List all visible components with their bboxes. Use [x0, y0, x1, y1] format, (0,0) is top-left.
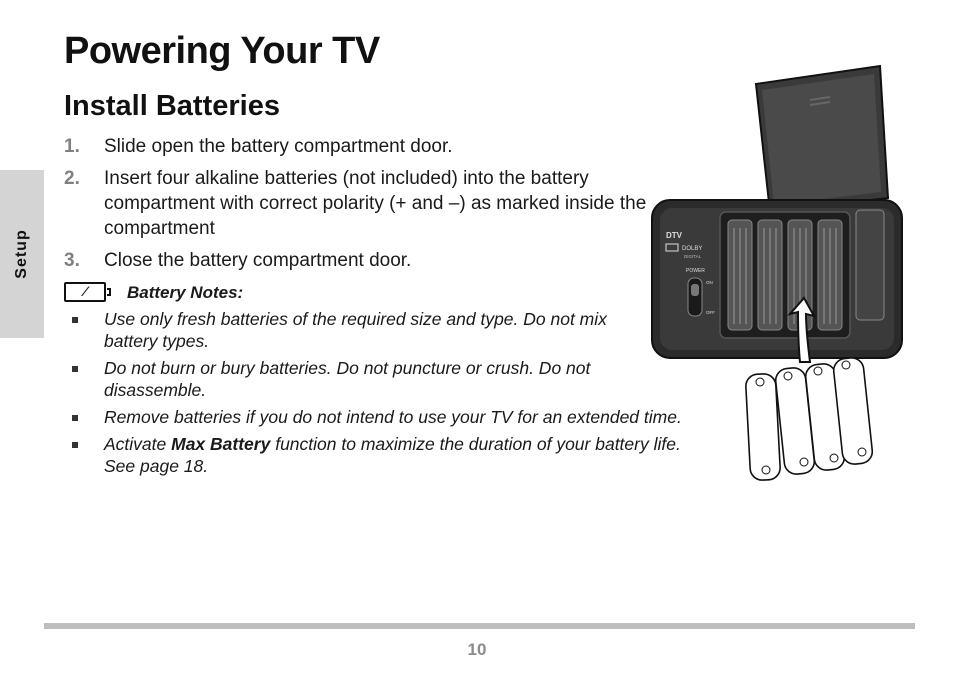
step-number: 3.	[64, 250, 80, 271]
power-switch	[687, 277, 703, 317]
bullet-icon	[72, 317, 78, 323]
battery	[745, 373, 781, 481]
switch-off-label: OFF	[706, 310, 715, 315]
loose-batteries	[745, 357, 874, 481]
step-text: Slide open the battery compartment door.	[104, 136, 453, 157]
note-text-prefix: Activate	[104, 434, 172, 454]
max-battery-term: Max Battery	[171, 434, 271, 454]
steps-list: 1. Slide open the battery compartment do…	[64, 134, 704, 280]
dolby-sub-label: DIGITAL	[684, 254, 702, 259]
battery-notes-list: Use only fresh batteries of the required…	[64, 308, 744, 482]
step-item: 2. Insert four alkaline batteries (not i…	[64, 166, 704, 241]
brand-label: DTV	[666, 231, 683, 240]
step-number: 2.	[64, 168, 80, 189]
note-text-suffix: function to maximize the duration of you…	[104, 434, 681, 476]
power-switch-label: POWER	[686, 268, 705, 274]
side-tab: Setup	[0, 170, 44, 338]
list-item: Activate Max Battery function to maximiz…	[64, 433, 694, 477]
footer-rule	[44, 623, 915, 629]
note-text: Use only fresh batteries of the required…	[104, 309, 607, 351]
list-item: Remove batteries if you do not intend to…	[64, 406, 744, 428]
page-title: Powering Your TV	[64, 30, 380, 72]
section-title: Install Batteries	[64, 90, 280, 122]
dolby-label: DOLBY	[682, 246, 702, 252]
side-tab-label: Setup	[13, 229, 30, 279]
step-item: 1. Slide open the battery compartment do…	[64, 134, 694, 159]
switch-on-label: ON	[706, 280, 713, 285]
battery	[832, 357, 874, 465]
step-text: Close the battery compartment door.	[104, 250, 412, 271]
note-text: Do not burn or bury batteries. Do not pu…	[104, 358, 591, 400]
page-number: 10	[467, 640, 487, 659]
arrow-up-icon	[787, 296, 816, 363]
bullet-icon	[72, 415, 78, 421]
step-number: 1.	[64, 136, 80, 157]
list-item: Use only fresh batteries of the required…	[64, 308, 644, 352]
list-item: Do not burn or bury batteries. Do not pu…	[64, 357, 664, 401]
step-item: 3. Close the battery compartment door.	[64, 248, 694, 273]
bullet-icon	[72, 366, 78, 372]
bullet-icon	[72, 442, 78, 448]
battery-install-illustration: DTV DOLBY DIGITAL POWER ON OFF	[651, 64, 903, 481]
step-text: Insert four alkaline batteries (not incl…	[104, 168, 647, 239]
note-text: Remove batteries if you do not intend to…	[104, 407, 682, 427]
latch	[855, 209, 885, 321]
battery-icon: ⁄	[64, 282, 111, 302]
battery-notes-label: Battery Notes:	[127, 283, 244, 302]
